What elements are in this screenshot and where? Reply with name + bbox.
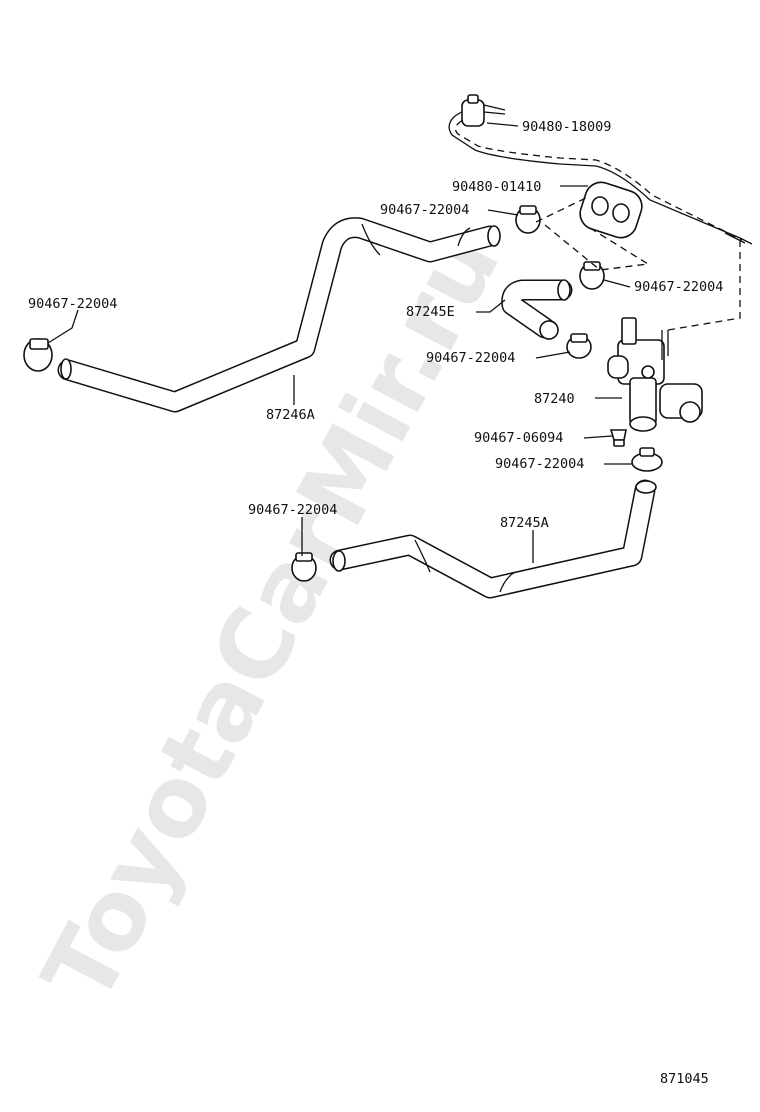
cable-assembly [448,94,753,245]
callout-90467-22004-left: 90467-22004 [28,296,117,312]
callout-90467-22004-right: 90467-22004 [634,279,723,295]
hose-87245E [501,279,573,340]
callout-90467-22004-mid: 90467-22004 [426,350,515,366]
hose-clamp-icon-lower [631,447,663,472]
hose-clamp-icon-mid [566,333,592,359]
hose-clamp-icon-left [23,338,53,372]
callout-90467-06094: 90467-06094 [474,430,563,446]
callout-90480-18009: 90480-18009 [522,119,611,135]
hose-clamp-icon-bottom [291,552,317,582]
callout-90467-22004-top: 90467-22004 [380,202,469,218]
hose-87246A [57,217,501,413]
gasket-plate-icon [579,181,643,239]
callout-87240: 87240 [534,391,575,407]
callout-87246A: 87246A [266,407,315,423]
hose-clamp-icon-top [515,205,541,234]
diagram-id: 871045 [660,1071,709,1087]
watermark-text: ToyotaCarMir.ru [21,214,521,1021]
callout-87245E: 87245E [406,304,455,320]
callout-90467-22004-bottom: 90467-22004 [248,502,337,518]
clip-icon [609,429,627,447]
callout-90467-22004-lower: 90467-22004 [495,456,584,472]
callout-87245A: 87245A [500,515,549,531]
callout-90480-01410: 90480-01410 [452,179,541,195]
hose-clamp-icon-right [579,261,605,290]
water-valve-icon [607,317,703,432]
hose-87245A [329,479,657,599]
grommet-icon [461,94,506,127]
